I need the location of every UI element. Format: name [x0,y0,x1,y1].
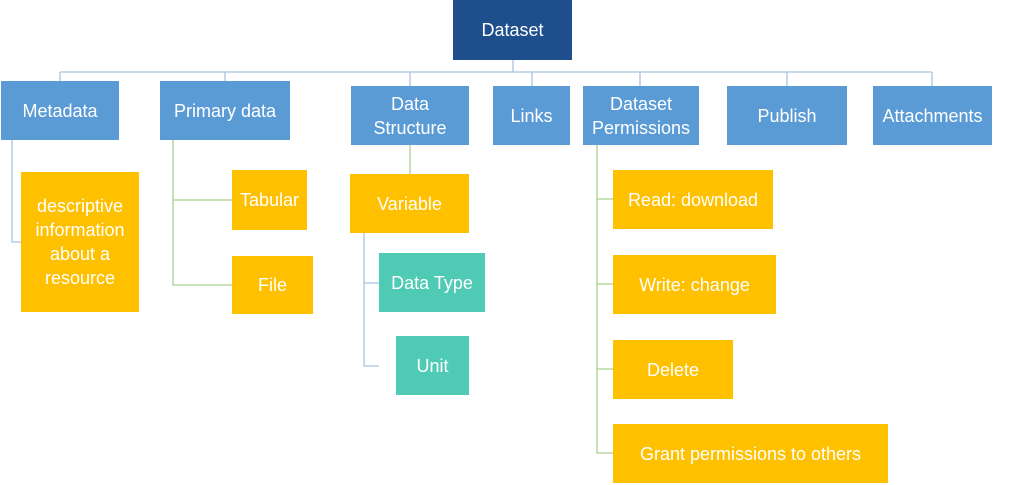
node-dataset: Dataset [453,0,572,60]
connector-permission-grant [596,369,613,454]
node-delete: Delete [613,340,733,399]
connector-metadata-description [11,140,22,243]
node-links: Links [493,86,570,145]
connector-variable-data-type [363,232,379,284]
node-dataset-permissions: Dataset Permissions [583,86,699,145]
node-data-structure: Data Structure [351,86,469,145]
connector-primary-data-tabular [172,140,232,201]
connector-permission-read [596,145,613,200]
node-attachments: Attachments [873,86,992,145]
node-tabular: Tabular [232,170,307,230]
connector-permission-delete [596,284,613,370]
node-variable: Variable [350,174,469,233]
node-unit: Unit [396,336,469,395]
node-publish: Publish [727,86,847,145]
node-descriptive-information: descriptive information about a resource [21,172,139,312]
node-grant-permissions: Grant permissions to others [613,424,888,483]
node-read-download: Read: download [613,170,773,229]
node-metadata: Metadata [1,81,119,140]
node-file: File [232,256,313,314]
node-write-change: Write: change [613,255,776,314]
node-primary-data: Primary data [160,81,290,140]
connector-variable-unit [363,283,379,367]
connector-primary-data-file [172,200,232,286]
connector-permission-write [596,199,613,285]
node-data-type: Data Type [379,253,485,312]
